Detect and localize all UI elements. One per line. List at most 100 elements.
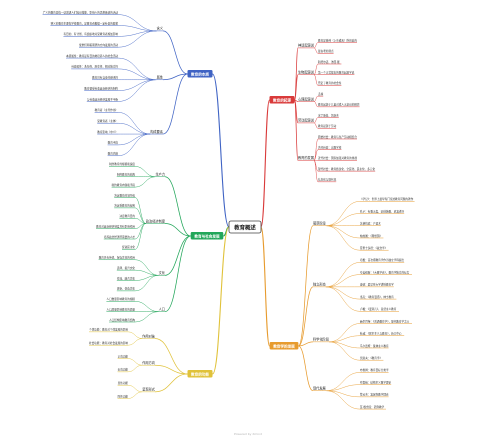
group-bottom-0[interactable]: 作用对象 xyxy=(142,333,156,338)
leaf-upper-right-4-2[interactable]: 近代社会：国家加强对教育的重视 xyxy=(318,156,357,160)
leaf-left-green-0-0[interactable]: 制约教育的规模和速度 xyxy=(109,162,135,166)
leaf-top-2-4[interactable]: 教育内容 xyxy=(108,152,119,156)
leaf-top-1-3[interactable]: 教育要受社会政治经济的制约 xyxy=(84,86,118,90)
leaf-left-green-1-5[interactable]: 促进民主化 xyxy=(122,245,135,249)
leaf-left-green-1-3[interactable]: 教育对政治经济制度具有影响作用 xyxy=(96,224,135,228)
branch-line xyxy=(134,166,156,177)
leaf-bottom-1-0[interactable]: 正向功能 xyxy=(118,354,129,358)
leaf-left-green-3-2[interactable]: 人口结构影响教育结构 xyxy=(109,318,135,322)
leaf-bottom-1-1[interactable]: 负向功能 xyxy=(118,368,129,372)
main-topic-top-label[interactable]: 教育的本质 xyxy=(190,71,209,76)
leaf-left-green-2-3[interactable]: 更新、创造文化 xyxy=(117,287,136,291)
branch-line xyxy=(154,338,188,375)
leaf-upper-right-0-1[interactable]: 最古老的观点 xyxy=(318,49,334,53)
leaf-lower-right-0-0[interactable]: 《学记》：世界上最早专门论述教育问题的著作 xyxy=(360,197,414,201)
group-lower-right-3[interactable]: 现代发展 xyxy=(313,386,327,391)
leaf-lower-right-3-2[interactable]: 赞可夫：发展性教学理论 xyxy=(360,393,389,397)
leaf-bottom-0-1[interactable]: 社会功能：教育对社会发展的影响 xyxy=(89,341,128,345)
leaf-lower-right-3-0[interactable]: 布鲁姆：教育目标分类学 xyxy=(360,368,389,372)
leaf-upper-right-4-0[interactable]: 原始社会：教育与生产劳动相结合 xyxy=(318,135,357,139)
leaf-upper-right-0-0[interactable]: 教育是由神（上帝或天）所创造的 xyxy=(318,38,357,42)
leaf-top-2-0[interactable]: 教育者（主导作用） xyxy=(95,108,118,112)
leaf-lower-right-3-1[interactable]: 布鲁纳：结构主义教学理论 xyxy=(360,380,392,384)
leaf-left-green-1-2[interactable]: 决定教育目的 xyxy=(119,214,135,218)
leaf-upper-right-3-1[interactable]: 教育起源于劳动 xyxy=(318,124,337,128)
leaf-top-1-0[interactable]: 本质属性：教育是有目的地培养人的社会活动 xyxy=(66,54,118,58)
leaf-bottom-0-0[interactable]: 个体功能：教育对个体发展的影响 xyxy=(89,328,128,332)
leaf-left-green-3-1[interactable]: 人口质量影响教育的质量 xyxy=(106,307,135,311)
leaf-lower-right-2-0[interactable]: 赫尔巴特：《普通教育学》，现代教育学之父 xyxy=(360,319,410,323)
leaf-bottom-2-1[interactable]: 隐性功能 xyxy=(118,394,129,398)
main-topic-upper-right-label[interactable]: 教育的起源 xyxy=(272,97,291,102)
group-upper-right-0[interactable]: 神话起源说 xyxy=(298,43,315,48)
group-left-green-2[interactable]: 文化 xyxy=(159,270,166,275)
main-topic-left-green-label[interactable]: 教育与社会发展 xyxy=(193,233,220,238)
group-bottom-2[interactable]: 呈现形式 xyxy=(142,387,156,392)
leaf-left-green-1-4[interactable]: 培养政治经济所需要的人才 xyxy=(104,235,136,239)
leaf-top-2-1[interactable]: 受教育者（主体） xyxy=(97,119,118,123)
leaf-upper-right-4-3[interactable]: 现代社会：教育终身化、全民化、民主化、多元化 xyxy=(318,167,375,171)
group-upper-right-3[interactable]: 劳动起源说 xyxy=(298,118,315,123)
leaf-left-green-1-1[interactable]: 决定受教育的权利 xyxy=(114,204,135,208)
leaf-upper-right-1-2[interactable]: 否定了教育的社会性 xyxy=(318,81,342,85)
group-top-2[interactable]: 构成要素 xyxy=(150,129,164,134)
main-topic-lower-right-label[interactable]: 教育学的发展 xyxy=(272,343,295,348)
leaf-top-1-1[interactable]: 社会属性：永恒性、历史性、相对独立性 xyxy=(71,65,118,69)
leaf-top-2-3[interactable]: 教育手段 xyxy=(108,141,119,145)
leaf-left-green-3-0[interactable]: 人口数量影响教育的规模 xyxy=(106,297,135,301)
leaf-lower-right-3-3[interactable]: 瓦·根舍因：范例教学 xyxy=(360,405,385,409)
central-topic-box xyxy=(228,220,262,234)
leaf-top-2-2[interactable]: 教育影响（中介） xyxy=(97,130,118,134)
branch-line xyxy=(134,275,159,292)
leaf-left-green-0-1[interactable]: 制约教育的结构 xyxy=(117,173,136,177)
leaf-upper-right-1-1[interactable]: 第一个正式提出的教育起源学说 xyxy=(318,71,355,75)
leaf-upper-right-4-4[interactable]: 信息化与现代化 xyxy=(318,178,337,182)
group-top-1[interactable]: 属性 xyxy=(157,75,164,80)
leaf-lower-right-0-3[interactable]: 柏拉图：《理想国》 xyxy=(360,234,382,238)
group-upper-right-4[interactable]: 教育的发展 xyxy=(298,155,315,160)
leaf-upper-right-1-0[interactable]: 利托尔诺、沛西·能 xyxy=(318,60,340,64)
leaf-left-green-0-2[interactable]: 制约教育内容和手段 xyxy=(112,183,136,187)
group-top-0[interactable]: 含义 xyxy=(157,26,164,31)
leaf-upper-right-4-1[interactable]: 古代社会：出现学校 xyxy=(318,146,342,150)
leaf-bottom-2-0[interactable]: 显性功能 xyxy=(118,381,129,385)
leaf-top-0-1[interactable]: 狭义的教育主要指学校教育，是教育者根据一定社会的要求 xyxy=(51,21,119,25)
main-topic-top-box xyxy=(187,70,213,78)
group-left-green-3[interactable]: 人口 xyxy=(159,307,165,311)
leaf-lower-right-1-1[interactable]: 夸美纽斯：《大教学论》，教育学独立的标志 xyxy=(360,270,410,274)
group-lower-right-1[interactable]: 独立形态 xyxy=(313,282,327,287)
leaf-lower-right-1-2[interactable]: 康德：最早在大学讲授教育学 xyxy=(360,283,394,287)
leaf-top-0-0[interactable]: 广义的教育是指一切增进人们知识技能、影响人的思想品德的活动 xyxy=(43,10,119,14)
main-topic-bottom-label[interactable]: 教育的功能 xyxy=(190,371,209,376)
leaf-lower-right-0-4[interactable]: 亚里士多德：《政治学》 xyxy=(360,246,387,250)
branch-line xyxy=(117,30,157,48)
leaf-lower-right-1-3[interactable]: 洛克：《教育漫话》，绅士教育 xyxy=(360,295,394,299)
leaf-top-1-4[interactable]: 与社会政治经济发展不平衡 xyxy=(87,97,119,101)
leaf-left-green-2-2[interactable]: 交流、融合文化 xyxy=(117,276,136,280)
leaf-upper-right-2-1[interactable]: 教育起源于儿童对成人无意识的模仿 xyxy=(318,103,360,107)
leaf-lower-right-2-3[interactable]: 凯洛夫：《教育学》 xyxy=(360,356,382,360)
branch-line xyxy=(325,213,361,226)
group-left-green-0[interactable]: 生产力 xyxy=(155,172,165,177)
leaf-lower-right-2-1[interactable]: 杜威：《民主主义与教育》，新三中心 xyxy=(360,332,402,336)
leaf-top-0-3[interactable]: 使他们朝着期望的方向发展的活动 xyxy=(79,43,118,47)
leaf-lower-right-0-1[interactable]: 孔子：有教无类、因材施教、启发诱导 xyxy=(360,209,405,213)
leaf-lower-right-2-2[interactable]: 马卡连柯：集体主义教育 xyxy=(360,344,389,348)
leaf-left-green-1-0[interactable]: 决定教育的领导权 xyxy=(114,193,135,197)
group-bottom-1[interactable]: 作用方向 xyxy=(142,360,155,365)
group-lower-right-2[interactable]: 科学化阶段 xyxy=(313,337,330,342)
central-topic[interactable]: 教育概述 xyxy=(228,220,262,234)
group-left-green-1[interactable]: 政治经济制度 xyxy=(146,218,166,223)
leaf-top-0-2[interactable]: 有目的、有计划、有组织地对受教育者施加影响 xyxy=(64,32,119,36)
leaf-lower-right-1-4[interactable]: 卢梭：《爱弥儿》，自然主义教育 xyxy=(360,307,397,311)
group-upper-right-1[interactable]: 生物起源说 xyxy=(298,70,315,75)
leaf-upper-right-3-0[interactable]: 米丁斯基、凯洛夫 xyxy=(318,113,339,117)
leaf-upper-right-2-0[interactable]: 孟禄 xyxy=(318,92,324,96)
group-lower-right-0[interactable]: 萌芽阶段 xyxy=(313,221,327,226)
leaf-left-green-2-1[interactable]: 选择、提升文化 xyxy=(117,266,136,270)
leaf-left-green-2-0[interactable]: 教育具有传递、保存文化的作用 xyxy=(99,256,136,260)
group-upper-right-2[interactable]: 心理起源说 xyxy=(298,96,315,101)
leaf-lower-right-0-2[interactable]: 苏格拉底：产婆术 xyxy=(360,222,381,226)
leaf-top-1-2[interactable]: 教育具有自身的继承性 xyxy=(92,76,118,80)
leaf-lower-right-1-0[interactable]: 培根：首次把教育学作为独立学科提出 xyxy=(360,258,405,262)
